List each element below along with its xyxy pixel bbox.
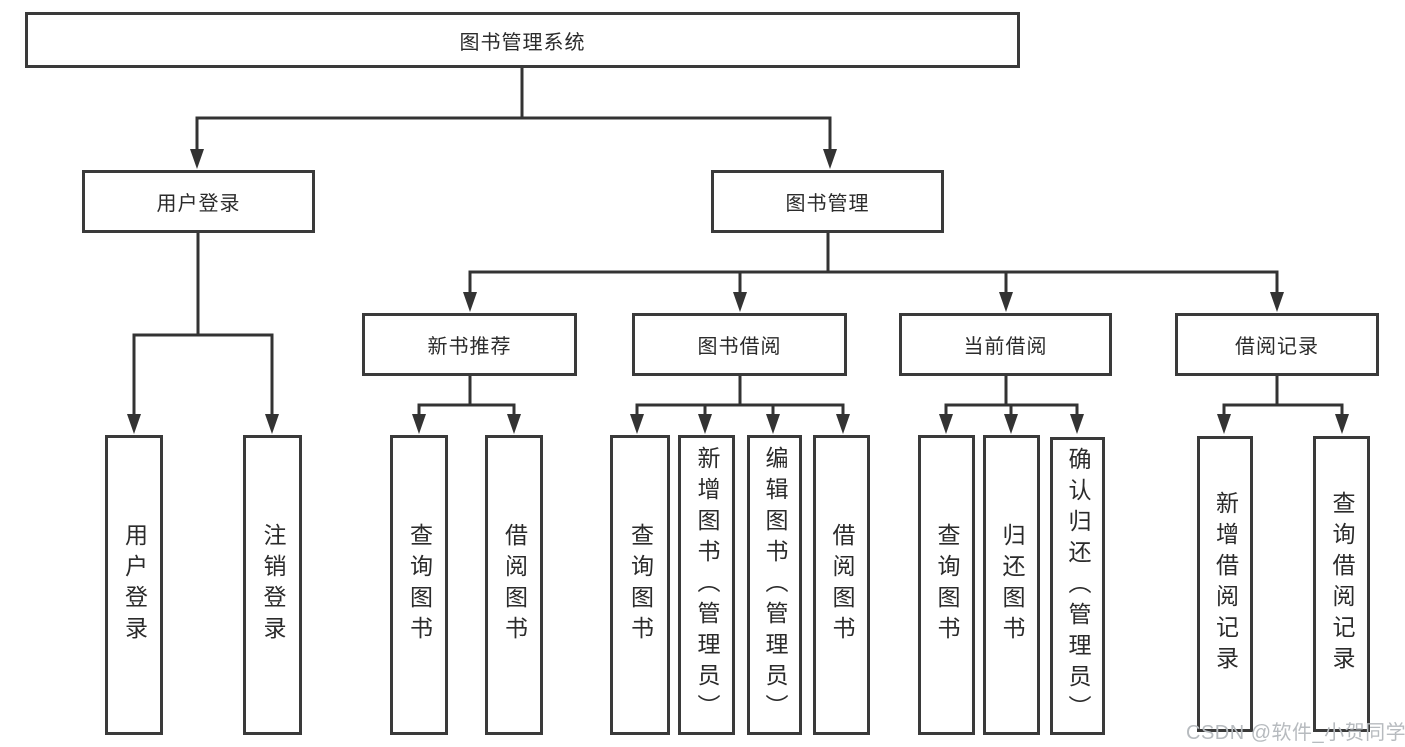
leaf-user-login-label: 用户登录 (121, 523, 148, 647)
node-book-management: 图书管理 (711, 170, 944, 233)
leaf-add-borrow-record-label: 新增借阅记录 (1212, 491, 1239, 677)
node-book-borrow: 图书借阅 (632, 313, 847, 376)
leaf-return-books: 归还图书 (983, 435, 1040, 735)
node-current-borrow: 当前借阅 (899, 313, 1112, 376)
edge-newbook-to-leaves (417, 376, 516, 417)
node-borrow-records: 借阅记录 (1175, 313, 1379, 376)
node-new-book-recommend: 新书推荐 (362, 313, 577, 376)
leaf-add-borrow-record: 新增借阅记录 (1197, 436, 1253, 732)
leaf-current-query-books: 查询图书 (918, 435, 975, 735)
edge-root-to-level2 (195, 68, 832, 152)
leaf-user-login: 用户登录 (105, 435, 163, 735)
leaf-logout-label: 注销登录 (260, 523, 286, 647)
leaf-query-borrow-record-label: 查询借阅记录 (1329, 491, 1355, 677)
edge-currentborrow-to-leaves (944, 376, 1079, 417)
node-current-borrow-label: 当前借阅 (963, 336, 1048, 358)
leaf-newbook-borrow-books: 借阅图书 (485, 435, 543, 735)
leaf-confirm-return-admin-label: 确认归还（管理员） (1065, 446, 1091, 726)
leaf-borrow-query-books-label: 查询图书 (627, 523, 654, 647)
leaf-newbook-query-books-label: 查询图书 (406, 523, 433, 647)
leaf-return-books-label: 归还图书 (999, 523, 1025, 647)
csdn-watermark: CSDN @软件_小贺同学 (1186, 722, 1405, 744)
leaf-newbook-borrow-books-label: 借阅图书 (501, 523, 528, 647)
node-user-login: 用户登录 (82, 170, 315, 233)
leaf-add-books-admin-label: 新增图书（管理员） (694, 445, 720, 725)
edge-userlogin-to-leaves (132, 233, 274, 416)
arrowhead-icons (127, 149, 1349, 434)
node-new-book-recommend-label: 新书推荐 (427, 336, 512, 358)
leaf-borrow-borrow-books: 借阅图书 (813, 435, 870, 735)
node-book-borrow-label: 图书借阅 (697, 336, 782, 358)
node-book-management-label: 图书管理 (785, 193, 870, 215)
leaf-edit-books-admin-label: 编辑图书（管理员） (762, 445, 788, 725)
leaf-logout: 注销登录 (243, 435, 302, 735)
edge-borrowrecords-to-leaves (1222, 376, 1344, 417)
edge-bookmgmt-to-level3 (468, 233, 1279, 295)
leaf-add-books-admin: 新增图书（管理员） (678, 435, 735, 735)
node-root: 图书管理系统 (25, 12, 1020, 68)
node-user-login-label: 用户登录 (156, 193, 241, 215)
leaf-current-query-books-label: 查询图书 (934, 523, 960, 647)
leaf-borrow-borrow-books-label: 借阅图书 (829, 523, 855, 647)
leaf-newbook-query-books: 查询图书 (390, 435, 448, 735)
connector-lines (132, 68, 1344, 417)
leaf-confirm-return-admin: 确认归还（管理员） (1050, 437, 1105, 735)
leaf-query-borrow-record: 查询借阅记录 (1313, 436, 1370, 732)
leaf-borrow-query-books: 查询图书 (610, 435, 670, 735)
node-root-label: 图书管理系统 (459, 31, 586, 54)
node-borrow-records-label: 借阅记录 (1235, 336, 1319, 358)
leaf-edit-books-admin: 编辑图书（管理员） (747, 435, 802, 735)
edge-bookborrow-to-leaves (635, 376, 845, 417)
